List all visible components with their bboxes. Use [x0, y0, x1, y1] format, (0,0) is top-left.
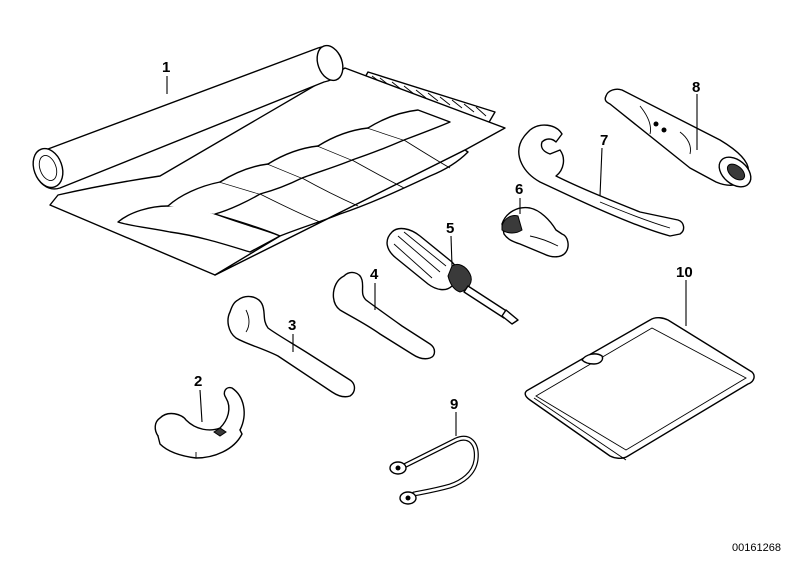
- part-5-screwdriver: [386, 227, 519, 325]
- part-2-filter-wrench: [154, 386, 245, 459]
- part-4-hook-wrench: [332, 271, 436, 360]
- part-7-wrench: [518, 124, 685, 237]
- document-number: 00161268: [732, 542, 781, 554]
- callout-3: 3: [288, 317, 296, 334]
- part-6-cap: [501, 206, 569, 258]
- leader-lines: [166, 76, 698, 436]
- part-1-tool-roll: [32, 44, 506, 276]
- part-10-pouch: [524, 317, 755, 461]
- part-8-box-wrench: [604, 88, 752, 188]
- callout-9: 9: [450, 396, 458, 413]
- callout-7: 7: [600, 132, 608, 149]
- part-3-hook-wrench: [227, 295, 356, 398]
- callout-1: 1: [162, 59, 170, 76]
- callout-4: 4: [370, 266, 379, 283]
- part-9-cable: [389, 435, 479, 505]
- callout-2: 2: [194, 373, 202, 390]
- callout-6: 6: [515, 181, 523, 198]
- callout-5: 5: [446, 220, 454, 237]
- callout-8: 8: [692, 79, 700, 96]
- callout-10: 10: [676, 264, 693, 281]
